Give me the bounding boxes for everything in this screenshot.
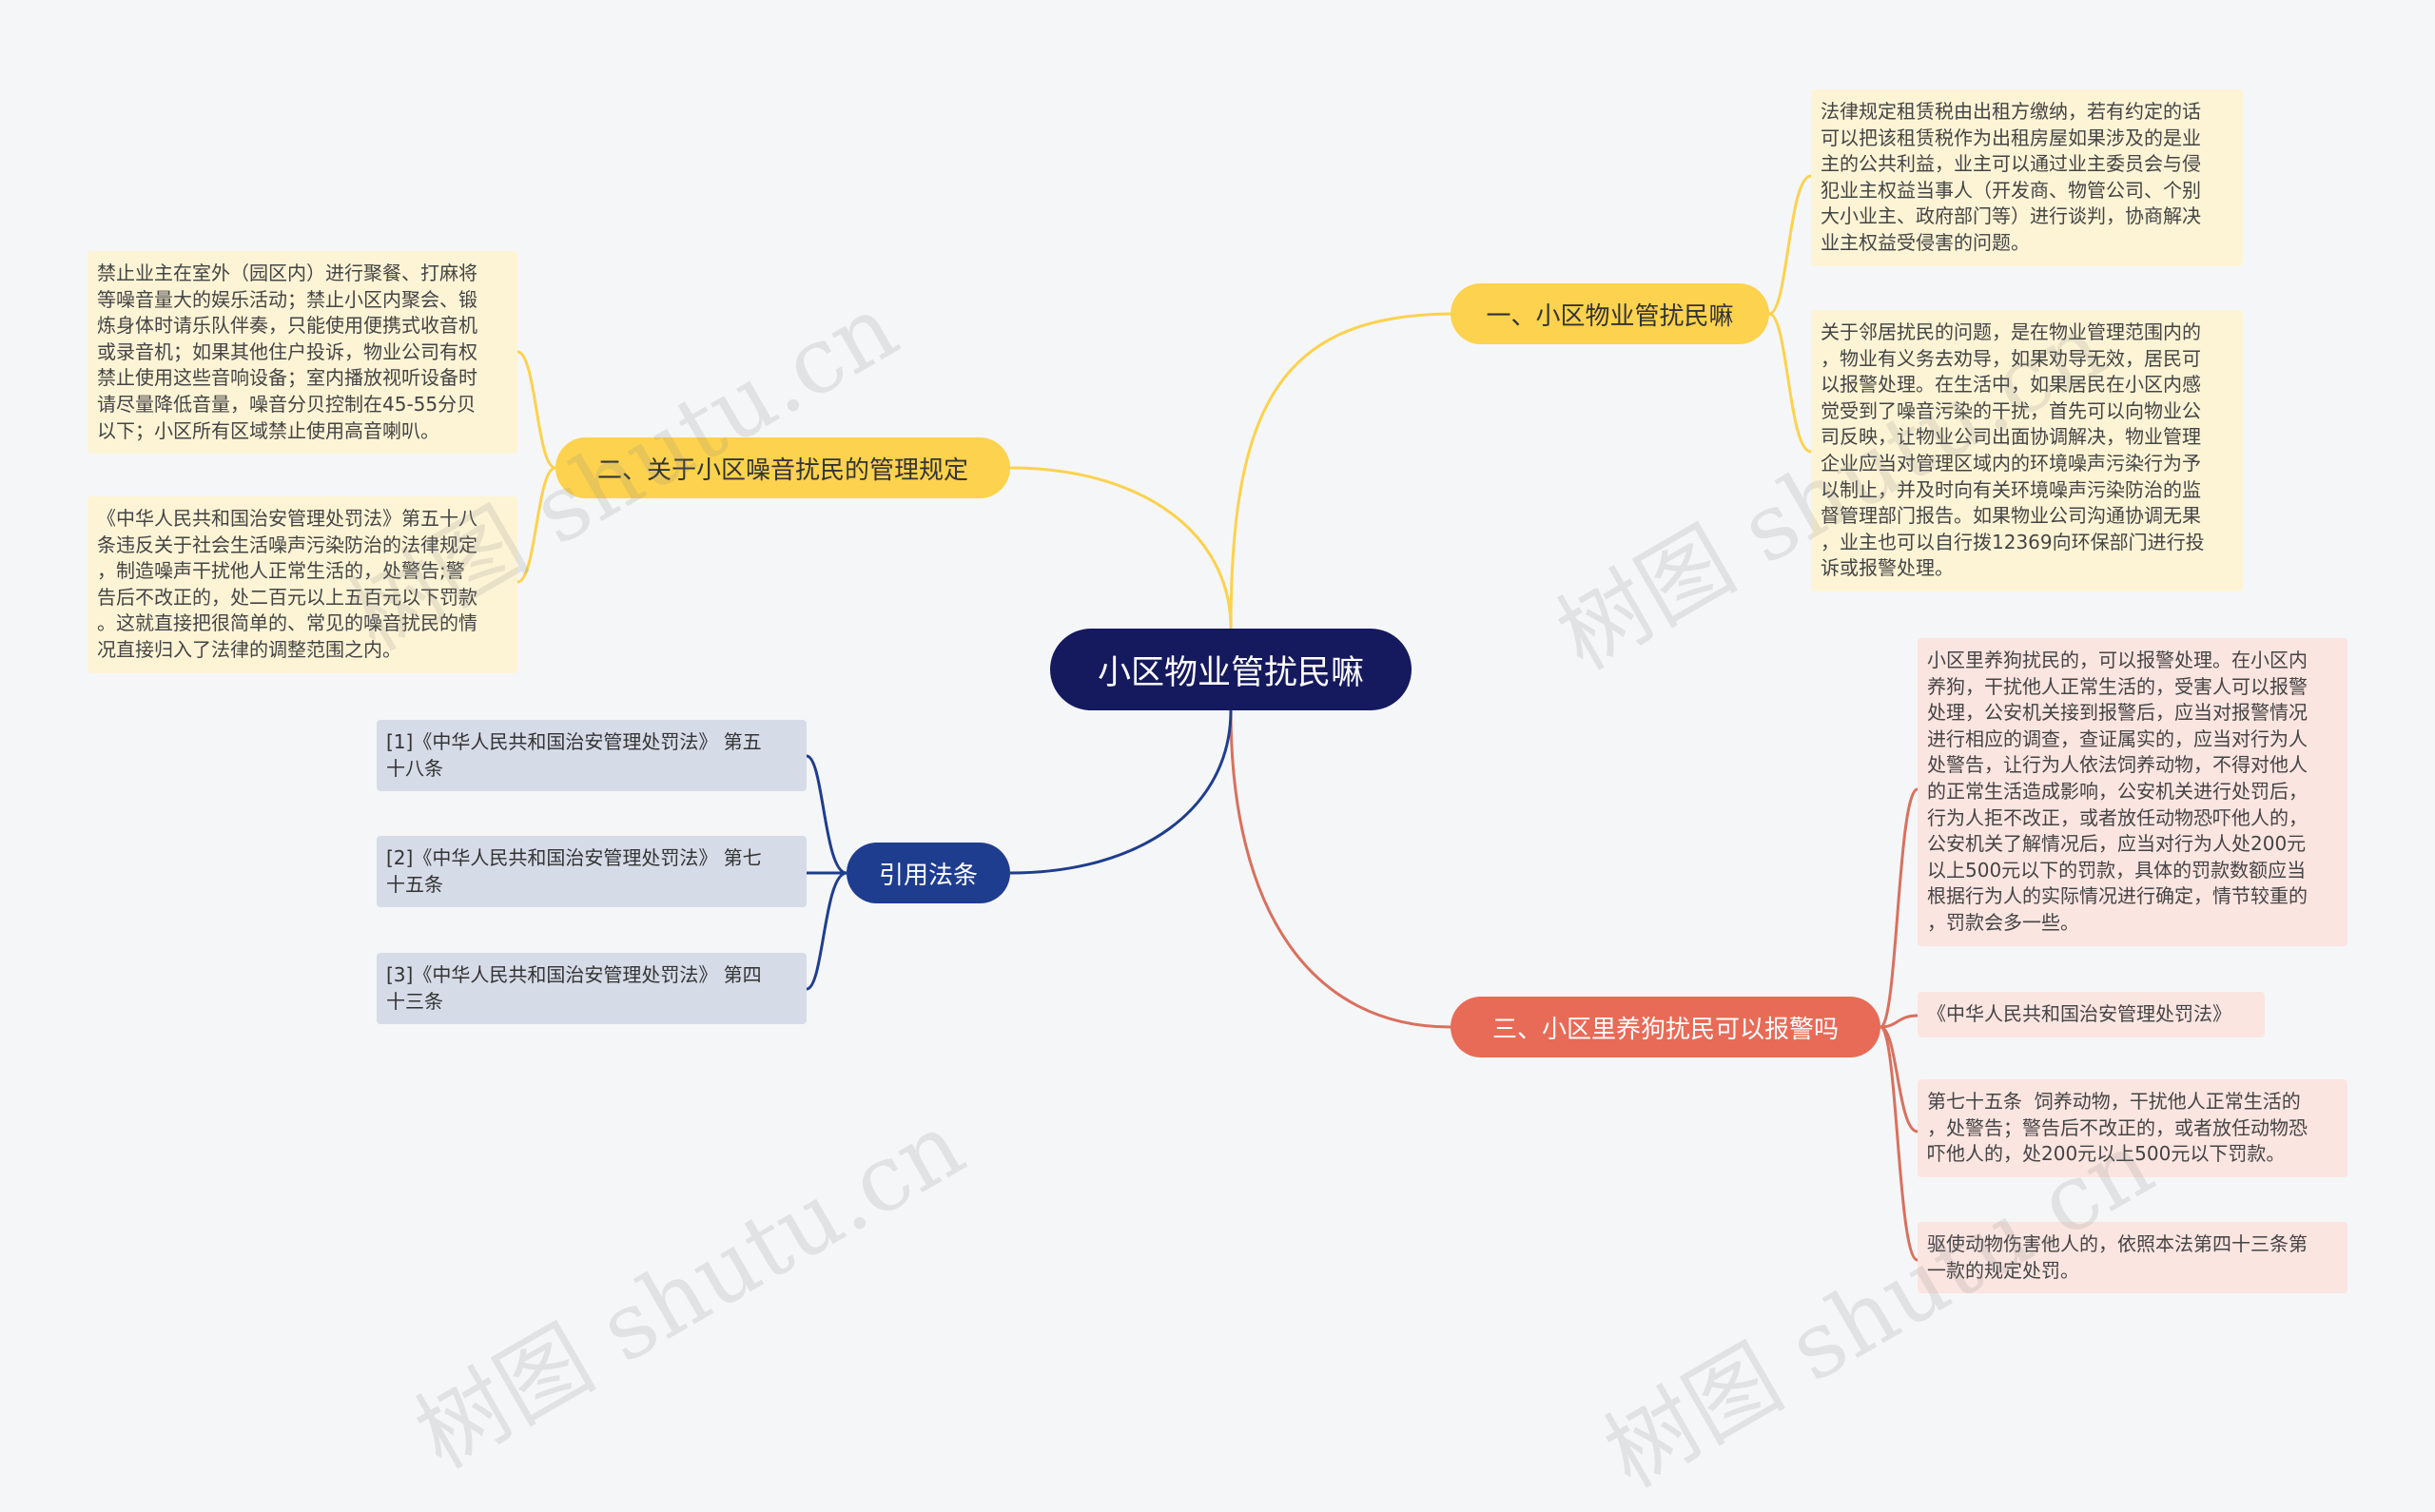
link-b3-leaf1 — [1879, 787, 1919, 1029]
link-b3-leaf4 — [1879, 1025, 1919, 1262]
branch-3-leaf-4: 驱使动物伤害他人的，依照本法第四十三条第 一款的规定处罚。 — [1918, 1222, 2347, 1294]
branch-2-leaf-2: 《中华人民共和国治安管理处罚法》第五十八 条违反关于社会生活噪声污染防治的法律规… — [88, 496, 517, 673]
branch-node-1[interactable]: 一、小区物业管扰民嘛 — [1451, 283, 1769, 344]
link-b4-leaf1 — [806, 754, 847, 875]
branch-4-leaf-3: [3]《中华人民共和国治安管理处罚法》 第四 十三条 — [377, 953, 807, 1025]
branch-4-leaf-1: [1]《中华人民共和国治安管理处罚法》 第五 十八条 — [377, 720, 807, 792]
branch-4-leaf-2: [2]《中华人民共和国治安管理处罚法》 第七 十五条 — [377, 836, 807, 908]
link-b3-leaf3 — [1880, 1025, 1919, 1134]
link-b4-leaf3 — [806, 871, 847, 991]
link-b2-leaf2 — [516, 466, 556, 584]
link-b2-leaf1 — [516, 350, 556, 470]
link-root-b1 — [1229, 312, 1456, 630]
root-node[interactable]: 小区物业管扰民嘛 — [1050, 629, 1412, 710]
link-root-b4 — [1009, 709, 1233, 875]
branch-1-leaf-1: 法律规定租赁税由出租方缴纳，若有约定的话 可以把该租赁税作为出租房屋如果涉及的是… — [1811, 89, 2243, 266]
branch-3-leaf-1: 小区里养狗扰民的，可以报警处理。在小区内 养狗，干扰他人正常生活的，受害人可以报… — [1918, 638, 2347, 946]
branch-node-3[interactable]: 三、小区里养狗扰民可以报警吗 — [1451, 997, 1880, 1057]
link-b1-leaf1 — [1768, 174, 1812, 316]
link-root-b2 — [1009, 466, 1233, 630]
branch-3-leaf-2: 《中华人民共和国治安管理处罚法》 — [1918, 992, 2265, 1037]
branch-node-4[interactable]: 引用法条 — [847, 843, 1010, 903]
branch-node-2[interactable]: 二、关于小区噪音扰民的管理规定 — [555, 437, 1010, 498]
link-b1-leaf2 — [1768, 312, 1812, 454]
link-root-b3 — [1229, 709, 1451, 1029]
connector-lines — [516, 174, 1919, 1262]
branch-1-leaf-2: 关于邻居扰民的问题，是在物业管理范围内的 ，物业有义务去劝导，如果劝导无效，居民… — [1811, 310, 2243, 591]
branch-3-leaf-3: 第七十五条 饲养动物，干扰他人正常生活的 ，处警告；警告后不改正的，或者放任动物… — [1918, 1079, 2347, 1177]
branch-2-leaf-1: 禁止业主在室外（园区内）进行聚餐、打麻将 等噪音量大的娱乐活动；禁止小区内聚会、… — [88, 251, 517, 455]
mind-map-canvas: 小区物业管扰民嘛 一、小区物业管扰民嘛 法律规定租赁税由出租方缴纳，若有约定的话… — [88, 89, 2347, 1508]
link-b3-leaf2 — [1880, 1014, 1919, 1029]
